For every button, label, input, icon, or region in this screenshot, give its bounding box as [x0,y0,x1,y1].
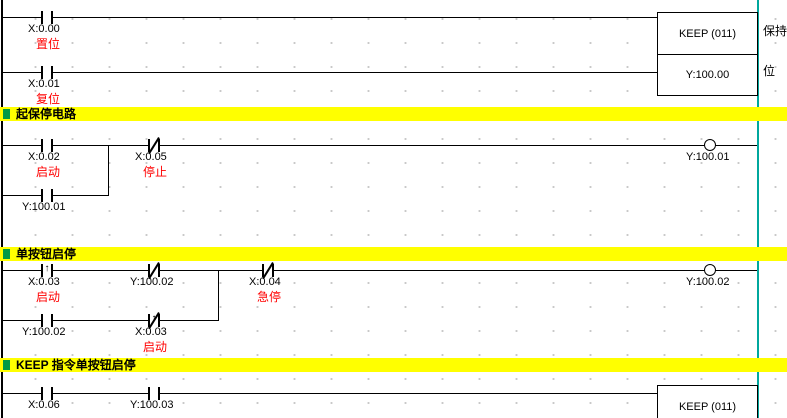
address-label: Y:100.02 [686,276,730,288]
right-bus-bar [757,0,759,418]
address-label: X:0.03 [135,326,167,338]
address-label: Y:100.01 [686,151,730,163]
address-label: X:0.00 [28,23,60,35]
address-label: Y:100.03 [130,399,174,411]
rung-comment-text: KEEP 指令单按钮启停 [16,358,136,372]
rising-contact-x0-03[interactable]: ↑ [41,263,53,277]
section-marker-icon [3,249,10,259]
symbol-comment: 停止 [143,165,168,179]
nc-rising-contact-x0-03[interactable]: ↑ [148,312,160,329]
rung-comment-text: 单按钮启停 [16,247,77,261]
rising-edge-icon: ↑ [44,263,50,274]
output-coil-y100-01[interactable] [704,139,716,151]
rung-comment-bar[interactable]: 起保停电路 [0,107,787,121]
contact-x0-00[interactable] [41,11,53,24]
address-label: X:0.04 [249,276,281,288]
nc-contact-x0-04[interactable] [262,262,274,279]
nc-contact-x0-05[interactable] [148,137,160,154]
address-label: Y:100.02 [130,276,174,288]
wire-vertical [218,270,219,321]
wire-horizontal [3,17,657,18]
address-label: Y:100.01 [22,201,66,213]
symbol-comment: 启动 [36,290,61,304]
keep-instruction-block[interactable]: KEEP (011) [657,385,758,418]
wire-horizontal [3,195,108,196]
contact-y100-03[interactable] [148,387,160,400]
instruction-operand: Y:100.00 [658,54,757,95]
instruction-name: KEEP (011) [678,27,737,40]
nc-contact-y100-02[interactable] [148,262,160,279]
instruction-name: KEEP (011) [678,400,737,413]
address-label: X:0.05 [135,151,167,163]
wire-vertical [108,145,109,196]
rising-edge-icon: ↑ [151,313,157,324]
symbol-comment: 复位 [36,92,61,106]
symbol-comment: 启动 [36,165,61,179]
contact-x0-02[interactable] [41,139,53,152]
contact-x0-01[interactable] [41,66,53,79]
wire-horizontal [3,145,757,146]
address-label: X:0.02 [28,151,60,163]
rung-comment-bar[interactable]: 单按钮启停 [0,247,787,261]
rung-comment-bar[interactable]: KEEP 指令单按钮启停 [0,358,787,372]
contact-y100-02[interactable] [41,314,53,327]
address-label: X:0.03 [28,276,60,288]
symbol-comment: 置位 [36,37,61,51]
wire-horizontal [3,393,657,394]
contact-x0-06[interactable] [41,387,53,400]
contact-y100-01[interactable] [41,189,53,202]
operand-comment: 保持 [763,24,787,38]
left-bus-bar [1,0,3,418]
address-label: Y:100.02 [22,326,66,338]
operand-comment: 位 [763,64,776,78]
address-label: X:0.06 [28,399,60,411]
rung-comment-text: 起保停电路 [16,107,77,121]
wire-horizontal [3,72,657,73]
keep-instruction-block[interactable]: KEEP (011) Y:100.00 [657,12,758,96]
section-marker-icon [3,109,10,119]
output-coil-y100-02[interactable] [704,264,716,276]
wire-horizontal [3,320,218,321]
symbol-comment: 启动 [143,340,168,354]
symbol-comment: 急停 [257,290,282,304]
address-label: X:0.01 [28,78,60,90]
wire-horizontal [3,270,757,271]
section-marker-icon [3,360,10,370]
